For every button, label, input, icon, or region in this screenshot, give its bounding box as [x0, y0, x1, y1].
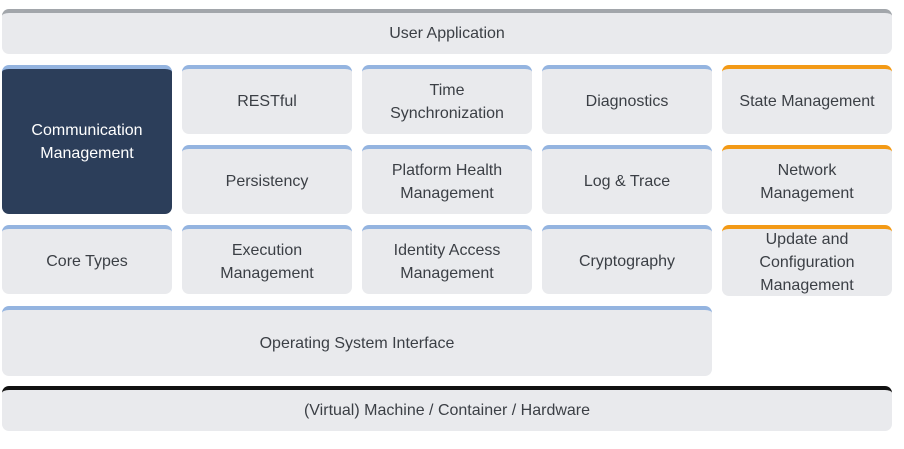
platform-health-management-label: Platform Health Management	[391, 161, 503, 202]
diagnostics-block: Diagnostics	[542, 65, 712, 134]
core-types-block: Core Types	[2, 225, 172, 294]
execution-management-label: Execution Management	[220, 241, 314, 282]
log-and-trace-label: Log & Trace	[583, 173, 671, 190]
persistency-label: Persistency	[225, 173, 309, 190]
log-and-trace-block: Log & Trace	[542, 145, 712, 214]
user-application-layer: User Application	[2, 9, 892, 54]
update-and-configuration-management-label: Update and Configuration Management	[759, 231, 855, 294]
cryptography-label: Cryptography	[578, 253, 676, 270]
time-synchronization-label: Time Synchronization	[390, 81, 504, 122]
execution-management-block: Execution Management	[182, 225, 352, 294]
network-management-label: Network Management	[760, 161, 854, 202]
restful-label: RESTful	[237, 93, 297, 110]
identity-access-management-block: Identity Access Management	[362, 225, 532, 294]
hardware-label: (Virtual) Machine / Container / Hardware	[303, 402, 591, 419]
restful-block: RESTful	[182, 65, 352, 134]
platform-health-management-block: Platform Health Management	[362, 145, 532, 214]
time-synchronization-block: Time Synchronization	[362, 65, 532, 134]
diagnostics-label: Diagnostics	[585, 93, 669, 110]
operating-system-interface-label: Operating System Interface	[259, 334, 455, 352]
network-management-block: Network Management	[722, 145, 892, 214]
update-and-configuration-management-block: Update and Configuration Management	[722, 225, 892, 296]
communication-management-block: Communication Management	[2, 65, 172, 214]
persistency-block: Persistency	[182, 145, 352, 214]
state-management-block: State Management	[722, 65, 892, 134]
hardware-layer: (Virtual) Machine / Container / Hardware	[2, 386, 892, 431]
cryptography-block: Cryptography	[542, 225, 712, 294]
core-types-label: Core Types	[46, 253, 128, 270]
operating-system-interface-layer: Operating System Interface	[2, 306, 712, 376]
identity-access-management-label: Identity Access Management	[393, 241, 501, 282]
state-management-label: State Management	[739, 93, 875, 110]
communication-management-label: Communication Management	[31, 121, 143, 162]
user-application-label: User Application	[389, 25, 505, 42]
